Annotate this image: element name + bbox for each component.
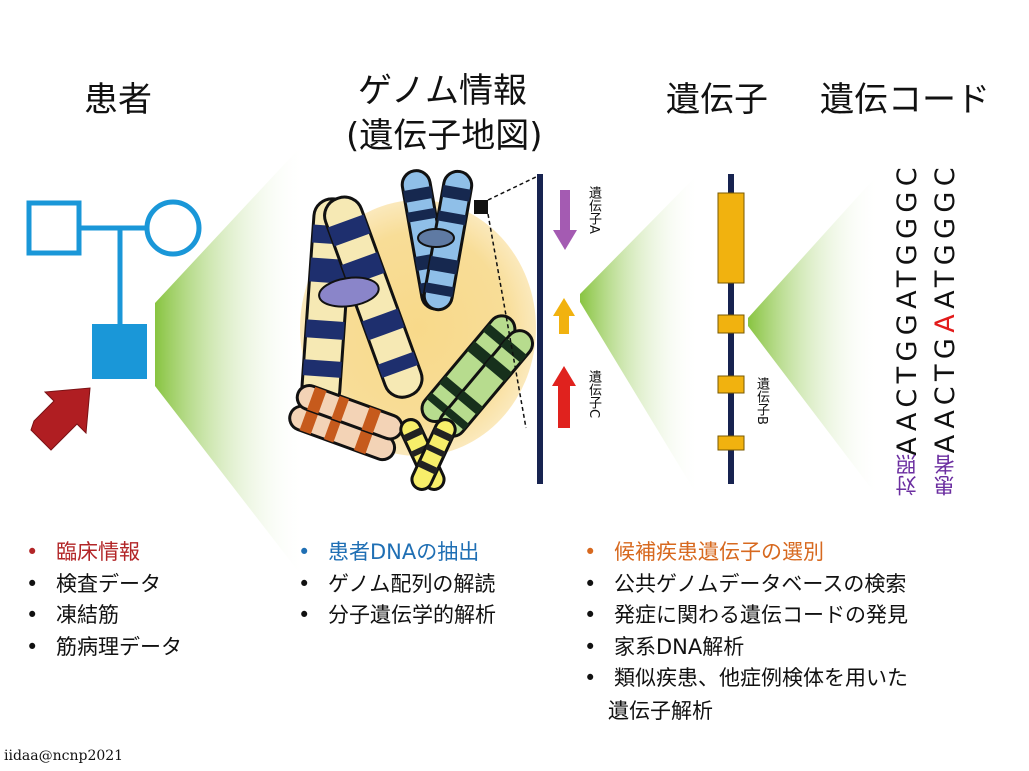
title-gene: 遺伝子 (666, 80, 768, 120)
chromosome-large-icon (300, 195, 424, 411)
chromosome-orange-icon (288, 384, 404, 462)
control-label: 対照 (895, 454, 919, 496)
list-item: 家系DNA解析 (580, 632, 908, 664)
list-item: 類似疾患、他症例検体を用いた (580, 663, 908, 695)
title-genome-line1: ゲノム情報 (358, 71, 527, 111)
patient-info-list: 臨床情報 検査データ 凍結筋 筋病理データ (22, 537, 182, 663)
list-item: 筋病理データ (22, 632, 182, 664)
list-item: 臨床情報 (22, 537, 182, 569)
pedigree-chart (26, 199, 202, 451)
chromosome-blue-icon (400, 169, 474, 312)
pedigree-mother-circle (144, 199, 202, 257)
gene-b-label: 遺伝子B (754, 377, 769, 425)
zoom-marker-box (474, 200, 488, 214)
proband-arrow-icon (30, 387, 91, 451)
exon-2 (717, 314, 745, 334)
list-item: ゲノム配列の解読 (294, 569, 496, 601)
list-item: 分子遺伝学的解析 (294, 600, 496, 632)
zoom-cone-patient (155, 142, 305, 580)
list-item: 凍結筋 (22, 600, 182, 632)
pedigree-patient-square (92, 324, 147, 379)
title-patient: 患者 (84, 80, 152, 120)
list-item: 公共ゲノムデータベースの検索 (580, 569, 908, 601)
chromosome-yellow-icon (399, 418, 457, 491)
genome-info-list: 患者DNAの抽出 ゲノム配列の解読 分子遺伝学的解析 (294, 537, 496, 632)
exon-1 (717, 192, 745, 284)
zoom-cone-genome (580, 172, 700, 500)
list-item: 発症に関わる遺伝コードの発見 (580, 600, 908, 632)
genome-map-line (537, 174, 543, 484)
zoom-dashed-line-bottom (487, 213, 527, 429)
patient-sequence-before: AACTG (930, 332, 961, 454)
gene-info-list: 候補疾患遺伝子の選別 公共ゲノムデータベースの検索 発症に関わる遺伝コードの発見… (580, 537, 908, 695)
exon-3 (717, 375, 745, 394)
gene-a-arrow-icon (553, 190, 577, 250)
list-item: 患者DNAの抽出 (294, 537, 496, 569)
chromosome-green-icon (420, 314, 535, 438)
patient-sequence: AACTGAATGGGC (930, 162, 961, 453)
pedigree-father-square (26, 200, 82, 256)
gene-list-continuation: 遺伝子解析 (608, 699, 713, 723)
zoom-dashed-line-top (487, 175, 539, 201)
zoom-cone-gene (748, 172, 880, 500)
gene-b-arrow-icon (553, 298, 575, 334)
patient-label: 患者 (933, 454, 957, 496)
credit-text: iidaa@ncnp2021 (4, 748, 124, 764)
gene-a-label: 遺伝子A (586, 186, 601, 234)
list-item: 検査データ (22, 569, 182, 601)
control-sequence: AACTGGATGGGC (892, 162, 923, 456)
title-genetic-code: 遺伝コード (820, 80, 990, 120)
patient-sequence-variant: A (930, 308, 961, 333)
exon-4 (717, 435, 745, 451)
gene-c-label: 遺伝子C (586, 370, 601, 419)
list-item: 候補疾患遺伝子の選別 (580, 537, 908, 569)
patient-sequence-after: ATGGGC (930, 162, 961, 309)
title-genome-line2: (遺伝子地図) (346, 116, 543, 156)
gene-c-arrow-icon (552, 366, 576, 428)
